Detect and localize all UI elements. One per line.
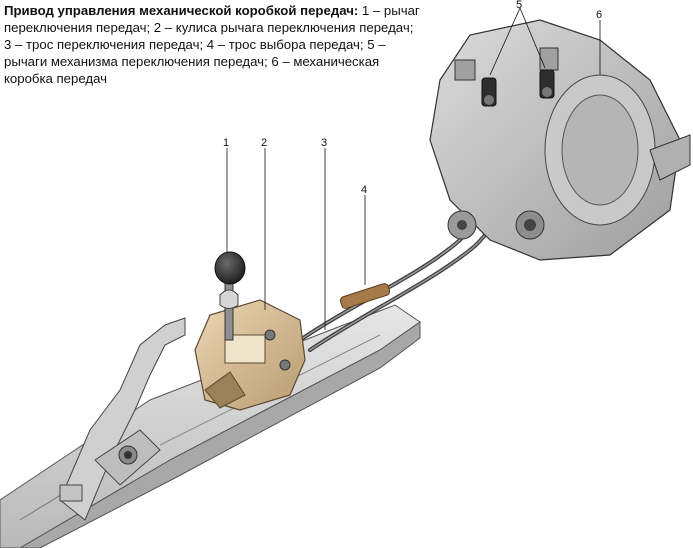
callout-4: 4 [361, 184, 367, 196]
gearbox [429, 19, 691, 261]
gear-shift-lever [214, 251, 246, 341]
caption-title: Привод управления механической коробкой … [4, 3, 359, 18]
mechanism-levers [481, 69, 555, 107]
figure-caption: Привод управления механической коробкой … [4, 2, 424, 87]
callout-6: 6 [596, 9, 602, 21]
gear-shift-gate [194, 299, 306, 411]
callout-2: 2 [261, 137, 267, 149]
callout-leaders [226, 7, 601, 330]
rear-bracket [59, 317, 186, 521]
callout-5: 5 [516, 0, 522, 11]
callout-3: 3 [321, 137, 327, 149]
callout-1: 1 [223, 137, 229, 149]
caption-body: 1 – рычаг переключения передач; 2 – кули… [4, 3, 420, 86]
